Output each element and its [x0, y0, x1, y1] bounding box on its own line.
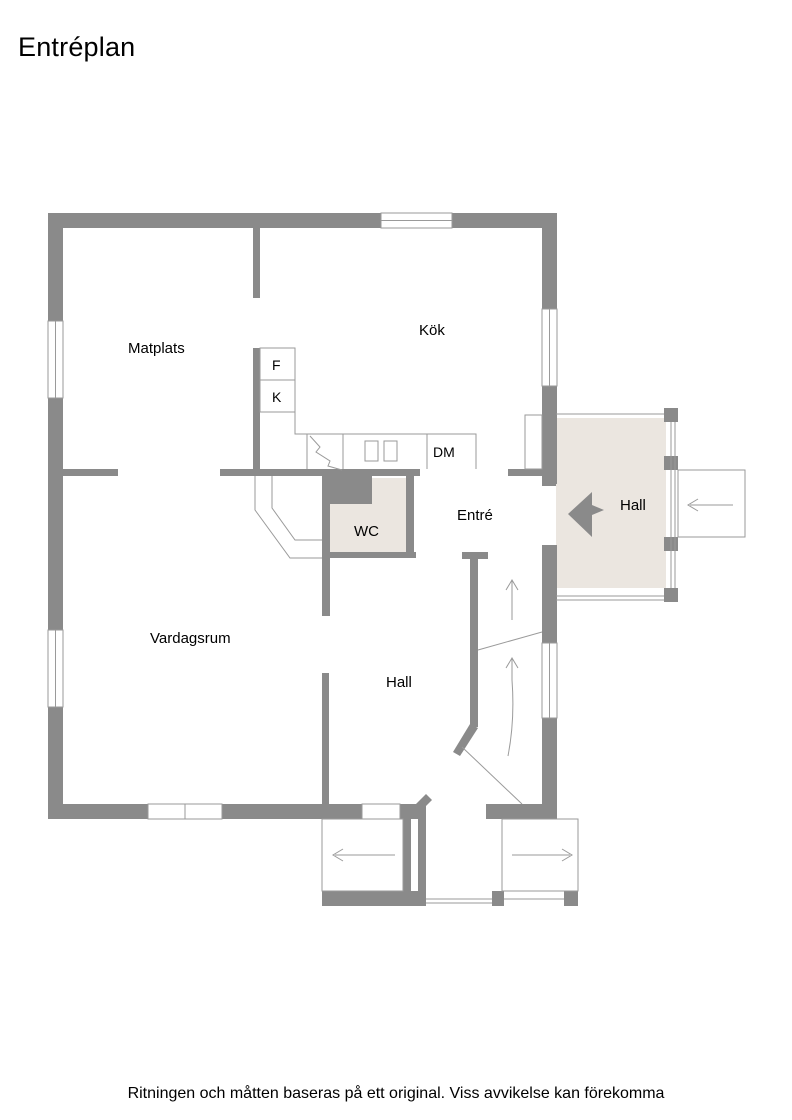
windows-and-outlines — [47, 212, 746, 904]
room-label-matplats: Matplats — [128, 340, 185, 357]
appliance-label-fridge: F — [272, 357, 281, 373]
room-label-kok: Kök — [419, 322, 445, 339]
appliance-label-dishwasher: DM — [433, 444, 455, 460]
entrance-arrow-icon — [568, 492, 604, 537]
disclaimer-footer: Ritningen och måtten baseras på ett orig… — [127, 1085, 665, 1102]
room-label-hall-porch: Hall — [620, 497, 646, 514]
arrows — [332, 498, 733, 862]
room-label-wc: WC — [354, 523, 379, 540]
walls — [48, 213, 678, 906]
room-label-vardagsrum: Vardagsrum — [150, 630, 231, 647]
hall-porch-floor — [556, 418, 666, 588]
room-label-hall-main: Hall — [386, 674, 412, 691]
page-title: Entréplan — [18, 32, 136, 62]
appliance-label-freezer: K — [272, 389, 282, 405]
room-label-entre: Entré — [457, 507, 493, 524]
